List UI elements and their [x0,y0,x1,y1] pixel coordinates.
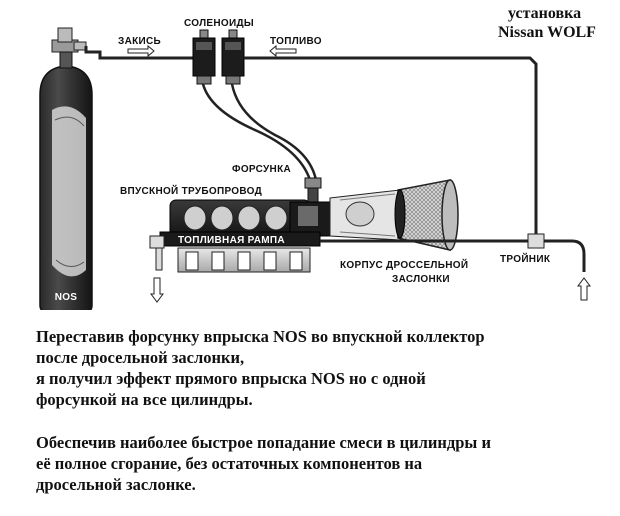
fuel-inlet-arrow-icon [577,277,591,301]
solenoids-label: СОЛЕНОИДЫ [184,18,254,29]
fuel-rail-fitting [149,235,165,271]
nitrous-arrow-icon [127,44,155,58]
nitrous-label: ЗАКИСЬ [118,36,161,47]
tee-fitting [527,233,545,249]
fuel-arrow-icon [269,44,297,58]
fuel-rail-label: ТОПЛИВНАЯ РАМПА [178,235,285,246]
caption-line-1: Переставив форсунку впрыска NOS во впуск… [36,327,485,346]
throttle-body-label-line-1: КОРПУС ДРОССЕЛЬНОЙ [340,258,468,271]
caption-line-5: Обеспечив наиболее быстрое попадание сме… [36,433,491,452]
fuel-label: ТОПЛИВО [270,36,322,47]
nitrous-line [84,46,195,60]
tee-label: ТРОЙНИК [500,252,551,265]
caption-line-2: после дросельной заслонки, [36,348,245,367]
nos-system-diagram: NOS ЗАКИСЬ ТОПЛИВО СОЛЕНОИДЫ [39,18,591,310]
caption-line-7: дросельной заслонке. [36,475,196,494]
caption-line-3: я получил эффект прямого впрыска NOS но … [36,369,426,388]
fuel-solenoid [221,29,245,85]
bottle-label-area [52,106,86,277]
title-block: установка Nissan WOLF [498,4,596,42]
nos-bottle: NOS [39,27,93,310]
fuel-return-arrow-icon [150,277,164,303]
fuel-supply-line [244,56,538,235]
caption-line-4: форсункой на все цилиндры. [36,390,253,409]
bottle-neck [59,51,73,69]
tee-supply-line [544,239,586,272]
bottle-fitting [73,41,87,51]
intake-manifold [169,189,401,241]
title-line-2: Nissan WOLF [498,24,596,41]
caption-line-6: её полное сгорание, без остаточных компо… [36,454,423,473]
intake-manifold-label: ВПУСКНОЙ ТРУБОПРОВОД [120,184,262,197]
fuel-rail: ТОПЛИВНАЯ РАМПА [159,231,321,247]
bottle-label: NOS [55,292,78,303]
nitrous-feed-line [201,83,312,181]
throttle-body-label-line-2: ЗАСЛОНКИ [392,274,450,285]
manifold-runners [177,247,311,273]
bottle-valve-knob [57,27,73,43]
fuel-feed-line [230,83,318,181]
title-line-1: установка [508,5,582,22]
injector-label: ФОРСУНКА [232,164,291,175]
nitrous-solenoid [192,29,216,85]
air-filter [394,179,459,251]
injector [304,177,322,203]
